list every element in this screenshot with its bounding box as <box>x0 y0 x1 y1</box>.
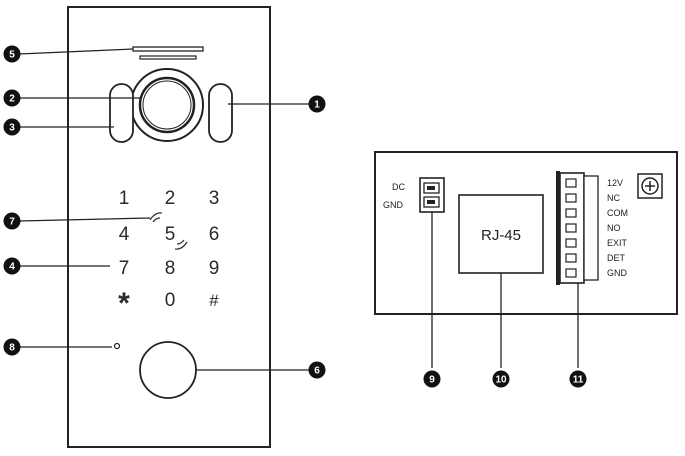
key-2[interactable]: 2 <box>165 188 176 209</box>
terminal-pin <box>565 253 577 263</box>
rear-leader-lines <box>431 212 579 368</box>
power-connector <box>419 177 445 213</box>
terminal-connector <box>556 171 599 285</box>
callout-marker-5 <box>3 45 21 63</box>
callout-number-6: 6 <box>314 366 320 377</box>
power-label-dc: DC <box>392 182 405 192</box>
power-label-gnd: GND <box>383 200 404 210</box>
pin-label: GND <box>607 268 628 278</box>
ir-light-left <box>109 83 134 143</box>
callout-marker-8 <box>3 338 21 356</box>
callout-number-4: 4 <box>9 262 15 273</box>
camera-lens <box>138 76 196 134</box>
speaker-slot-lower <box>139 55 197 60</box>
terminal-pin <box>565 208 577 218</box>
callout-marker-1 <box>308 95 326 113</box>
key-3[interactable]: 3 <box>209 188 220 209</box>
callout-marker-11 <box>569 370 587 388</box>
callout-number-2: 2 <box>9 94 15 105</box>
terminal-pin <box>565 268 577 278</box>
pin-label: 12V <box>607 178 623 188</box>
callout-number-7: 7 <box>9 217 15 228</box>
callout-marker-3 <box>3 118 21 136</box>
terminal-pins <box>565 178 577 278</box>
pin-label: DET <box>607 253 626 263</box>
key-9[interactable]: 9 <box>209 258 220 279</box>
callout-marker-4 <box>3 257 21 275</box>
callout-number-9: 9 <box>429 375 435 386</box>
front-panel: 1 2 3 4 5 6 7 8 9 * 0 # <box>67 6 271 448</box>
callout-marker-6 <box>308 361 326 379</box>
key-7[interactable]: 7 <box>119 258 130 279</box>
key-1[interactable]: 1 <box>119 188 130 209</box>
key-0[interactable]: 0 <box>165 290 176 311</box>
callout-marker-10 <box>492 370 510 388</box>
callout-number-10: 10 <box>495 375 507 386</box>
callout-marker-2 <box>3 89 21 107</box>
call-button[interactable] <box>139 341 197 399</box>
callout-marker-7 <box>3 212 21 230</box>
rear-panel: DC GND RJ-45 12V NC COM NO EXIT DET GND <box>374 151 678 315</box>
terminal-pin <box>565 193 577 203</box>
key-8[interactable]: 8 <box>165 258 176 279</box>
callout-number-1: 1 <box>314 100 320 111</box>
microphone-hole <box>113 342 121 350</box>
terminal-pin <box>565 223 577 233</box>
pin-label: NO <box>607 223 621 233</box>
pin-label: EXIT <box>607 238 628 248</box>
speaker-slot <box>132 46 204 52</box>
keypad: 1 2 3 4 5 6 7 8 9 * 0 # <box>118 188 219 320</box>
key-hash[interactable]: # <box>209 291 219 310</box>
pin-label: NC <box>607 193 620 203</box>
terminal-pin <box>565 178 577 188</box>
callout-number-3: 3 <box>9 123 15 134</box>
pin-label: COM <box>607 208 628 218</box>
key-4[interactable]: 4 <box>119 224 130 245</box>
callout-marker-9 <box>423 370 441 388</box>
key-5[interactable]: 5 <box>165 224 176 245</box>
nfc-icon <box>149 212 188 250</box>
callout-number-5: 5 <box>9 50 15 61</box>
callout-number-11: 11 <box>573 375 584 386</box>
key-6[interactable]: 6 <box>209 224 220 245</box>
ir-light-right <box>208 83 233 143</box>
screw-icon <box>637 173 663 199</box>
key-star[interactable]: * <box>118 287 130 320</box>
rj45-port <box>458 194 544 274</box>
pin-label-list: 12V NC COM NO EXIT DET GND <box>607 178 628 278</box>
leader-lines <box>18 48 312 371</box>
callout-number-8: 8 <box>9 343 15 354</box>
rj45-label: RJ-45 <box>481 227 521 244</box>
terminal-pin <box>565 238 577 248</box>
camera-lens-inner <box>142 80 192 130</box>
